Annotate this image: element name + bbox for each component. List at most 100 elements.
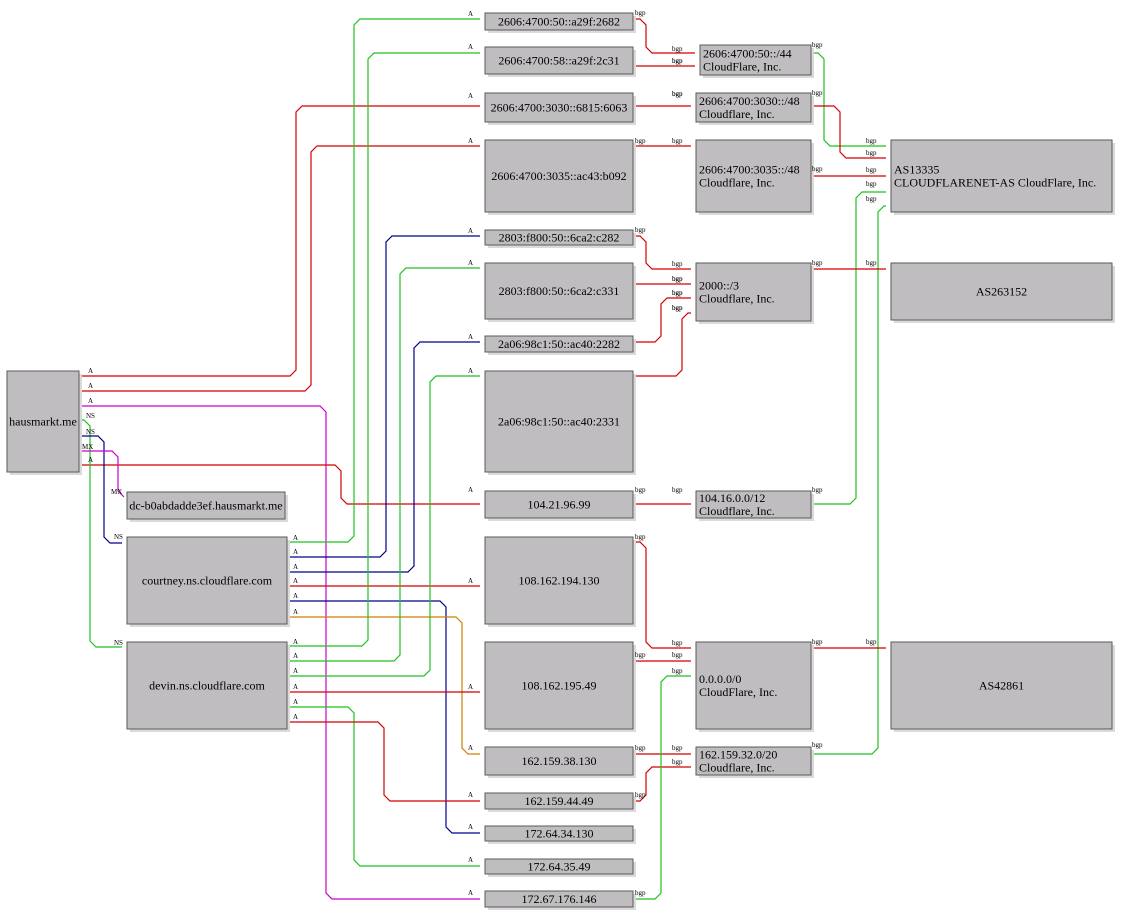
- edge-label-d-a1-1: A: [468, 43, 473, 51]
- edge-label-ns1-1: NS: [114, 533, 123, 541]
- node-box: [695, 139, 812, 213]
- node-mx[interactable]: dc-b0abdadde3ef.hausmarkt.me: [126, 491, 288, 522]
- edge-label-c-a5-1: A: [468, 823, 473, 831]
- node-ip5[interactable]: 2803:f800:50::6ca2:c282: [484, 229, 636, 248]
- node-label-pf5-1: Cloudflare, Inc.: [699, 504, 775, 518]
- node-as3[interactable]: AS42861: [890, 641, 1115, 732]
- node-box: [126, 641, 288, 730]
- edge-label-b13-0: bgp: [635, 791, 646, 799]
- node-box: [484, 490, 634, 519]
- edge-label-a1-0: A: [88, 367, 93, 375]
- node-box: [484, 229, 634, 246]
- edge-ns1: [80, 435, 122, 544]
- node-label-pf4-1: Cloudflare, Inc.: [699, 292, 775, 306]
- edge-mx: [80, 450, 125, 498]
- node-ip7[interactable]: 2a06:98c1:50::ac40:2282: [484, 335, 636, 355]
- edge-label-b2-1: bgp: [672, 57, 683, 65]
- node-label-ip4-0: 2606:4700:3035::ac43:b092: [491, 169, 626, 183]
- node-label-as1-0: AS13335: [894, 163, 939, 177]
- edge-label-c-a2-0: A: [293, 548, 298, 556]
- edge-label-b9-0: bgp: [635, 486, 646, 494]
- node-label-pf2-0: 2606:4700:3030::/48: [699, 94, 800, 108]
- node-ip14[interactable]: 172.64.34.130: [484, 825, 636, 844]
- node-label-ip2-0: 2606:4700:58::a29f:2c31: [498, 54, 619, 68]
- node-ip15[interactable]: 172.64.35.49: [484, 858, 636, 877]
- node-label-ip6-0: 2803:f800:50::6ca2:c331: [499, 284, 620, 298]
- node-label-domain-0: hausmarkt.me: [9, 415, 77, 429]
- node-label-pf5-0: 104.16.0.0/12: [699, 491, 765, 505]
- node-label-ip9-0: 104.21.96.99: [528, 498, 591, 512]
- edge-label-b4-0: bgp: [635, 137, 646, 145]
- node-label-ip13-0: 162.159.44.49: [525, 794, 594, 808]
- node-box: [699, 44, 812, 76]
- edge-label-mx-1: MX: [111, 488, 122, 496]
- node-ip1[interactable]: 2606:4700:50::a29f:2682: [484, 12, 636, 33]
- node-box: [484, 536, 634, 625]
- edge-label-b9-1: bgp: [672, 486, 683, 494]
- node-ip13[interactable]: 162.159.44.49: [484, 792, 636, 812]
- edge-label-c-a2-1: A: [468, 227, 473, 235]
- edge-label-c-a4-0: A: [293, 577, 298, 585]
- edge-ns2: [80, 419, 122, 648]
- node-ip3[interactable]: 2606:4700:3030::6815:6063: [484, 92, 636, 125]
- edge-label-b11-1: bgp: [672, 651, 683, 659]
- node-box: [484, 46, 634, 75]
- node-label-ip8-0: 2a06:98c1:50::ac40:2331: [498, 415, 620, 429]
- edge-label-a4-0: A: [88, 456, 93, 464]
- node-ip2[interactable]: 2606:4700:58::a29f:2c31: [484, 46, 636, 77]
- edge-label-ns1-0: NS: [86, 428, 95, 436]
- edge-label-c-a6-1: A: [468, 744, 473, 752]
- node-label-pf3-1: Cloudflare, Inc.: [699, 176, 775, 190]
- edge-label-b10-1: bgp: [672, 639, 683, 647]
- edge-b13: [633, 766, 691, 802]
- node-ip8[interactable]: 2a06:98c1:50::ac40:2331: [484, 370, 636, 475]
- edge-p5: [811, 191, 886, 505]
- edge-p1: [811, 52, 886, 147]
- node-ip10[interactable]: 108.162.194.130: [484, 536, 636, 627]
- node-ns2[interactable]: devin.ns.cloudflare.com: [126, 641, 290, 732]
- node-ip4[interactable]: 2606:4700:3035::ac43:b092: [484, 139, 636, 215]
- edge-label-b14-0: bgp: [635, 889, 646, 897]
- node-label-pf4-0: 2000::/3: [699, 279, 739, 293]
- edge-label-b3-1: bgp: [672, 90, 683, 98]
- node-box: [695, 490, 812, 519]
- node-ip11[interactable]: 108.162.195.49: [484, 641, 636, 732]
- node-ip9[interactable]: 104.21.96.99: [484, 490, 636, 521]
- node-as2[interactable]: AS263152: [890, 262, 1115, 323]
- edge-label-p1-1: bgp: [866, 137, 877, 145]
- edge-label-d-a1-0: A: [293, 638, 298, 646]
- edge-label-d-a4-0: A: [293, 683, 298, 691]
- node-domain[interactable]: hausmarkt.me: [6, 370, 82, 475]
- node-box: [126, 491, 286, 520]
- node-ip12[interactable]: 162.159.38.130: [484, 746, 636, 778]
- edge-label-d-a2-0: A: [293, 652, 298, 660]
- node-label-pf6-0: 0.0.0.0/0: [699, 672, 741, 686]
- edge-label-b12-0: bgp: [635, 744, 646, 752]
- edge-a1: [80, 105, 480, 377]
- edge-label-c-a1-0: A: [293, 534, 298, 542]
- edge-label-p5-0: bgp: [812, 486, 823, 494]
- edge-label-a3-0: A: [88, 397, 93, 405]
- edge-label-b5-1: bgp: [672, 260, 683, 268]
- node-label-pf7-0: 162.159.32.0/20: [699, 748, 777, 762]
- edge-label-p4-1: bgp: [866, 259, 877, 267]
- node-ip16[interactable]: 172.67.176.146: [484, 890, 636, 910]
- node-box: [695, 262, 812, 322]
- edge-b7: [633, 297, 691, 343]
- node-ip6[interactable]: 2803:f800:50::6ca2:c331: [484, 262, 636, 322]
- edge-a2: [80, 145, 480, 392]
- node-box: [484, 139, 634, 213]
- edge-label-b7-0: bgp: [672, 289, 683, 297]
- edge-label-d-a2-1: A: [468, 259, 473, 267]
- node-ns1[interactable]: courtney.ns.cloudflare.com: [126, 536, 290, 627]
- edge-label-b1-0: bgp: [635, 9, 646, 17]
